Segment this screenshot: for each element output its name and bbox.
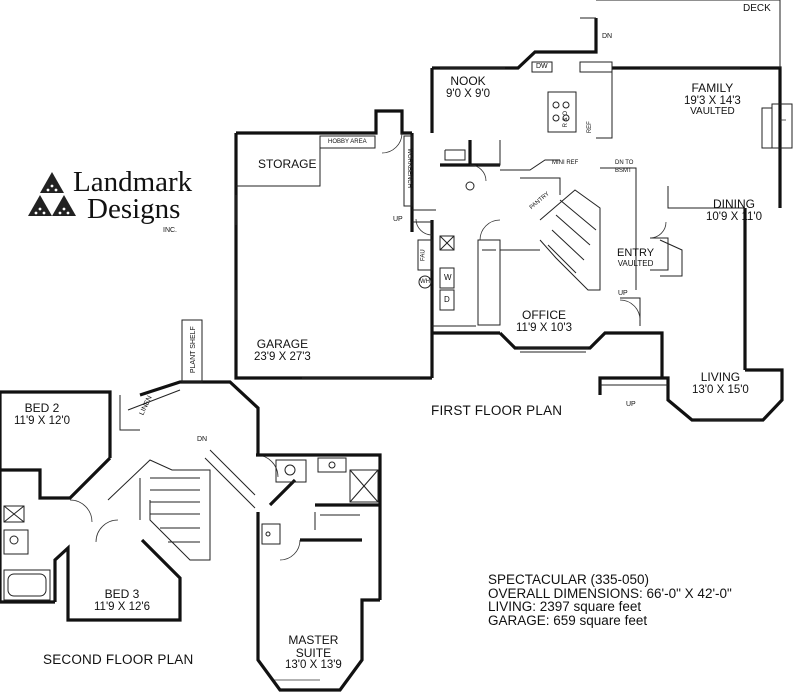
room-living: LIVING 13'0 X 15'0	[692, 371, 749, 396]
logo-text-line2: Designs	[87, 193, 181, 225]
first-floor-heading: FIRST FLOOR PLAN	[431, 403, 563, 418]
up-label-garage: UP	[393, 216, 403, 223]
second-floor-thin-lines	[3, 319, 379, 601]
dryer-label: D	[444, 295, 450, 304]
logo-text-line1: Landmark	[73, 166, 193, 198]
room-family: FAMILY 19'3 X 14'3 VAULTED	[684, 82, 741, 117]
room-bed3: BED 3 11'9 X 12'6	[94, 588, 150, 613]
spec-title: SPECTACULAR (335-050)	[488, 572, 650, 587]
ref-label: REF	[586, 121, 593, 134]
room-office-name: OFFICE	[521, 308, 566, 322]
room-living-name: LIVING	[700, 370, 741, 384]
room-garage-name: GARAGE	[256, 337, 309, 351]
room-bed2-name: BED 2	[24, 401, 60, 415]
dn-label-deck: DN	[602, 33, 613, 40]
room-entry-note: VAULTED	[617, 258, 654, 268]
spec-dimensions: OVERALL DIMENSIONS: 66'-0" X 42'-0"	[488, 585, 732, 601]
spec-block: SPECTACULAR (335-050) OVERALL DIMENSIONS…	[488, 573, 732, 627]
first-floor-walls	[234, 18, 784, 422]
room-garage: GARAGE 23'9 X 27'3	[254, 338, 311, 363]
room-entry: ENTRY VAULTED	[617, 247, 655, 268]
room-family-name: FAMILY	[691, 81, 734, 95]
plant-shelf-label: PLANT SHELF	[189, 326, 197, 374]
room-dining-dim: 10'9 X 11'0	[706, 210, 762, 223]
room-storage: STORAGE	[258, 157, 317, 171]
room-master-dim: 13'0 X 13'9	[285, 659, 342, 672]
room-office: OFFICE 11'9 X 10'3	[516, 309, 572, 334]
room-nook-name: NOOK	[450, 74, 486, 88]
workbench-label: WORKBENCH	[405, 148, 412, 188]
room-office-dim: 11'9 X 10'3	[516, 321, 572, 334]
spec-living: LIVING: 2397 square feet	[488, 599, 642, 614]
room-family-dim: 19'3 X 14'3	[684, 94, 741, 107]
hobby-area-label: HOBBY AREA	[328, 139, 367, 145]
room-nook-dim: 9'0 X 9'0	[446, 87, 491, 100]
room-dining-name: DINING	[712, 197, 755, 211]
second-floor-walls	[0, 380, 382, 692]
room-dining: DINING 10'9 X 11'0	[706, 198, 762, 223]
second-floor-heading: SECOND FLOOR PLAN	[43, 652, 194, 667]
up-label-entry: UP	[618, 290, 628, 297]
bsmt-label: BSMT	[615, 168, 632, 174]
fau-label: FAU	[420, 249, 427, 261]
room-bed3-name: BED 3	[104, 587, 140, 601]
room-master-name: MASTER	[288, 633, 339, 647]
room-garage-dim: 23'9 X 27'3	[254, 350, 311, 363]
logo-text-line3: INC.	[163, 227, 177, 234]
washer-label: W	[444, 273, 452, 282]
first-floor-thin-lines	[236, 0, 793, 386]
room-bed2: BED 2 11'9 X 12'0	[14, 402, 70, 427]
deck-label: DECK	[743, 3, 771, 14]
room-nook: NOOK 9'0 X 9'0	[446, 75, 490, 100]
dn-label-stair: DN	[197, 436, 208, 443]
mini-ref-label: MINI REF	[552, 160, 579, 166]
room-bed3-dim: 11'9 X 12'6	[94, 600, 150, 613]
range-oven-label: R & O	[563, 110, 570, 128]
dw-label: DW	[536, 63, 548, 70]
room-entry-name: ENTRY	[617, 247, 655, 259]
up-label-porch: UP	[626, 401, 636, 408]
room-master-suite: MASTER SUITE 13'0 X 13'9	[285, 634, 342, 671]
logo-triangle-icon	[28, 172, 76, 216]
room-living-dim: 13'0 X 15'0	[692, 383, 749, 396]
water-heater-label: WH	[420, 279, 430, 285]
room-master-name2: SUITE	[295, 645, 332, 660]
dn-to-label: DN TO	[615, 160, 634, 166]
room-bed2-dim: 11'9 X 12'0	[14, 414, 70, 427]
spec-garage: GARAGE: 659 square feet	[488, 612, 648, 628]
room-family-note: VAULTED	[690, 105, 735, 117]
